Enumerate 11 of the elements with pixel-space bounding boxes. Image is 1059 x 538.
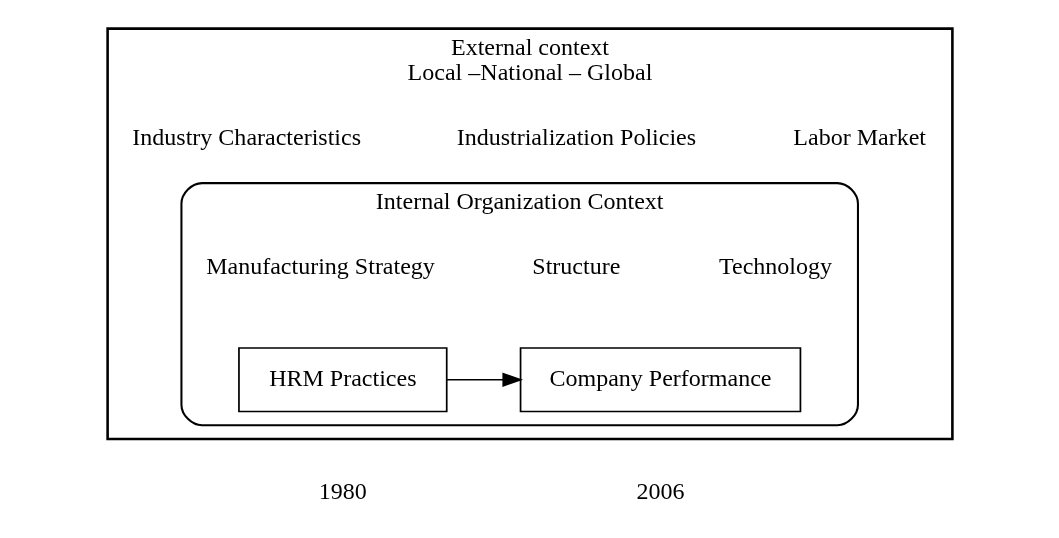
arrow — [445, 372, 523, 387]
label: Industrialization Policies — [456, 123, 696, 150]
label: Technology — [718, 252, 832, 279]
label: Industry Characteristics — [131, 123, 361, 150]
label: Labor Market — [792, 123, 926, 150]
node-box: HRM Practices — [237, 347, 448, 413]
label: Structure — [531, 252, 620, 279]
label: 1980 — [318, 477, 367, 504]
label: 2006 — [635, 477, 685, 504]
label: Manufacturing Strategy — [205, 252, 435, 279]
node-box: Company Performance — [519, 347, 801, 413]
